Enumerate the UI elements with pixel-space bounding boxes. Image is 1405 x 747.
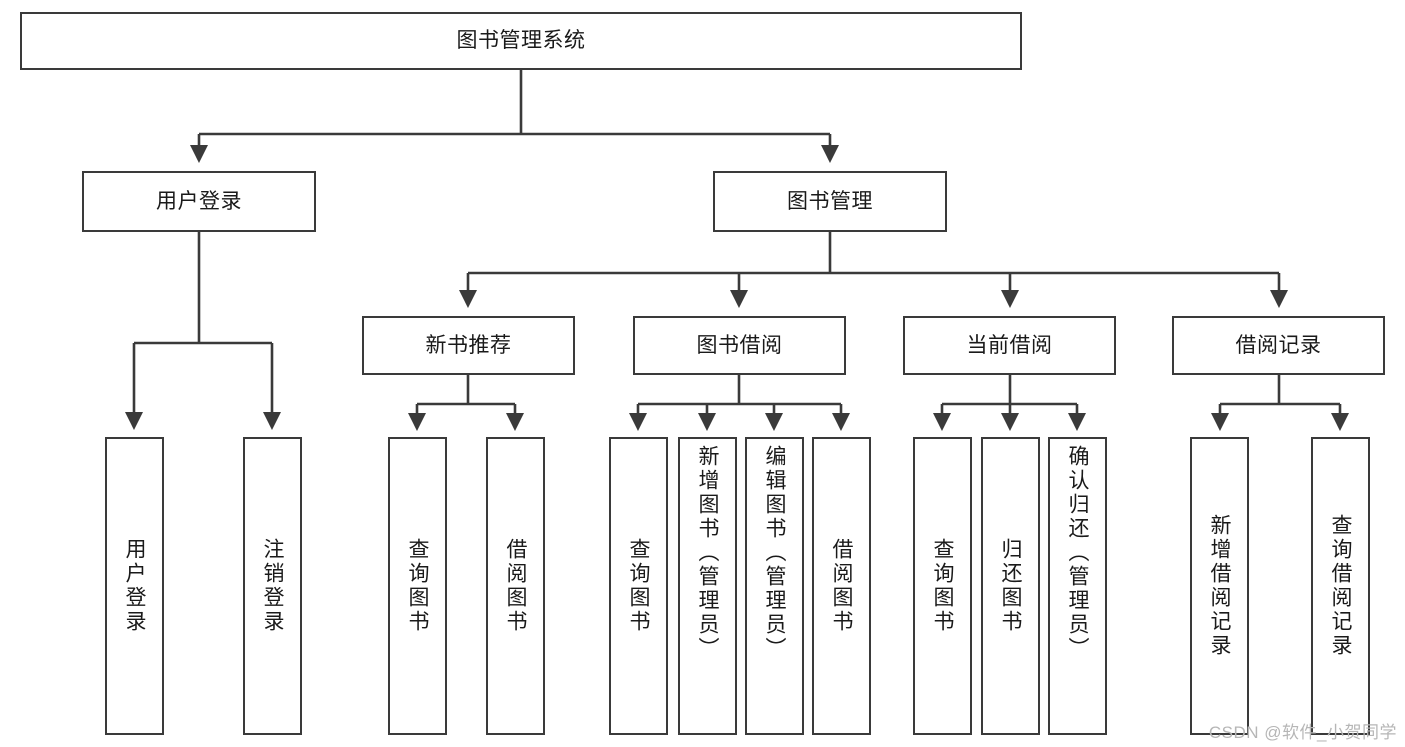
node-leaf-edit-book[interactable]: 编辑图书（管理员） — [745, 437, 804, 735]
node-label: 用户登录 — [123, 538, 146, 634]
node-label: 用户登录 — [156, 189, 242, 213]
node-borrow-record[interactable]: 借阅记录 — [1172, 316, 1385, 375]
node-leaf-query-book-2[interactable]: 查询图书 — [609, 437, 668, 735]
node-label: 新增图书（管理员） — [696, 445, 719, 661]
node-leaf-borrow-book-2[interactable]: 借阅图书 — [812, 437, 871, 735]
node-leaf-query-book-1[interactable]: 查询图书 — [388, 437, 447, 735]
node-label: 新增借阅记录 — [1208, 514, 1231, 658]
node-label: 当前借阅 — [966, 333, 1053, 357]
node-book-management-system[interactable]: 图书管理系统 — [20, 12, 1022, 70]
node-label: 借阅图书 — [504, 538, 527, 634]
node-label: 新书推荐 — [425, 333, 512, 357]
node-leaf-query-book-3[interactable]: 查询图书 — [913, 437, 972, 735]
node-book-manage[interactable]: 图书管理 — [713, 171, 947, 232]
node-label: 图书借阅 — [696, 333, 783, 357]
node-user-login[interactable]: 用户登录 — [82, 171, 316, 232]
node-label: 查询图书 — [931, 538, 954, 634]
node-leaf-borrow-book-1[interactable]: 借阅图书 — [486, 437, 545, 735]
node-label: 借阅记录 — [1235, 333, 1322, 357]
node-label: 查询借阅记录 — [1329, 514, 1352, 658]
node-label: 图书管理系统 — [456, 29, 586, 53]
node-leaf-query-record[interactable]: 查询借阅记录 — [1311, 437, 1370, 735]
node-label: 确认归还（管理员） — [1066, 445, 1089, 661]
node-leaf-return-book[interactable]: 归还图书 — [981, 437, 1040, 735]
node-new-book-recommend[interactable]: 新书推荐 — [362, 316, 575, 375]
node-leaf-add-book[interactable]: 新增图书（管理员） — [678, 437, 737, 735]
node-leaf-user-login[interactable]: 用户登录 — [105, 437, 164, 735]
node-current-borrow[interactable]: 当前借阅 — [903, 316, 1116, 375]
node-label: 归还图书 — [999, 538, 1022, 634]
node-label: 编辑图书（管理员） — [763, 445, 786, 661]
node-label: 借阅图书 — [830, 538, 853, 634]
node-leaf-add-record[interactable]: 新增借阅记录 — [1190, 437, 1249, 735]
node-label: 查询图书 — [406, 538, 429, 634]
node-label: 注销登录 — [261, 538, 284, 634]
node-label: 图书管理 — [787, 189, 873, 213]
node-leaf-confirm-return[interactable]: 确认归还（管理员） — [1048, 437, 1107, 735]
node-label: 查询图书 — [627, 538, 650, 634]
node-leaf-logout[interactable]: 注销登录 — [243, 437, 302, 735]
node-book-borrow[interactable]: 图书借阅 — [633, 316, 846, 375]
csdn-watermark: CSDN @软件_小贺同学 — [1208, 723, 1397, 742]
